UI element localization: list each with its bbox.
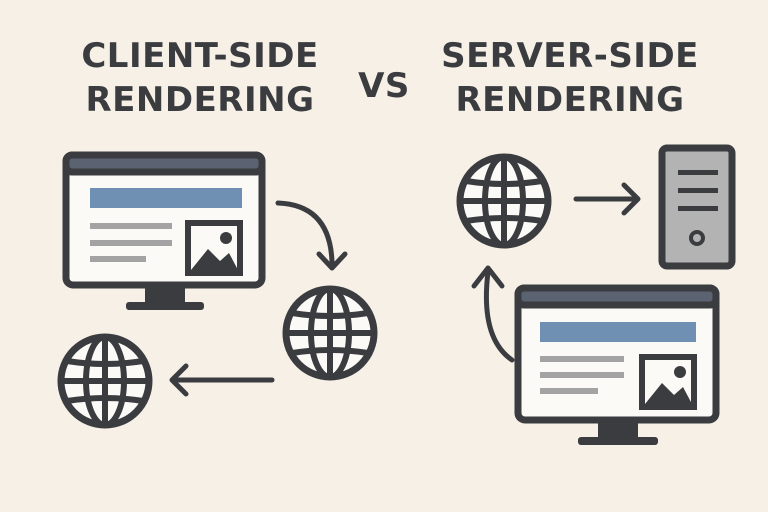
server-monitor-icon [514, 284, 720, 445]
server-side-title-line1: SERVER-SIDE [441, 36, 699, 76]
vs-label: VS [358, 66, 410, 106]
server-tower-icon [658, 144, 736, 270]
server-image-icon [639, 354, 697, 410]
server-side-title: SERVER-SIDE RENDERING [430, 34, 710, 122]
client-side-title-line2: RENDERING [85, 80, 315, 120]
client-side-title: CLIENT-SIDE RENDERING [60, 34, 340, 122]
server-right-arrow-icon [573, 182, 641, 216]
client-image-icon [185, 220, 243, 276]
client-side-title-line1: CLIENT-SIDE [81, 36, 319, 76]
server-side-title-line2: RENDERING [455, 80, 685, 120]
server-curved-arrow-icon [471, 265, 515, 363]
client-left-arrow-icon [169, 363, 275, 397]
client-curved-arrow-icon [275, 200, 348, 271]
server-globe-icon [460, 157, 548, 245]
client-globe-center-icon [286, 289, 374, 377]
client-globe-left-icon [61, 337, 149, 425]
client-monitor-icon [62, 151, 266, 310]
